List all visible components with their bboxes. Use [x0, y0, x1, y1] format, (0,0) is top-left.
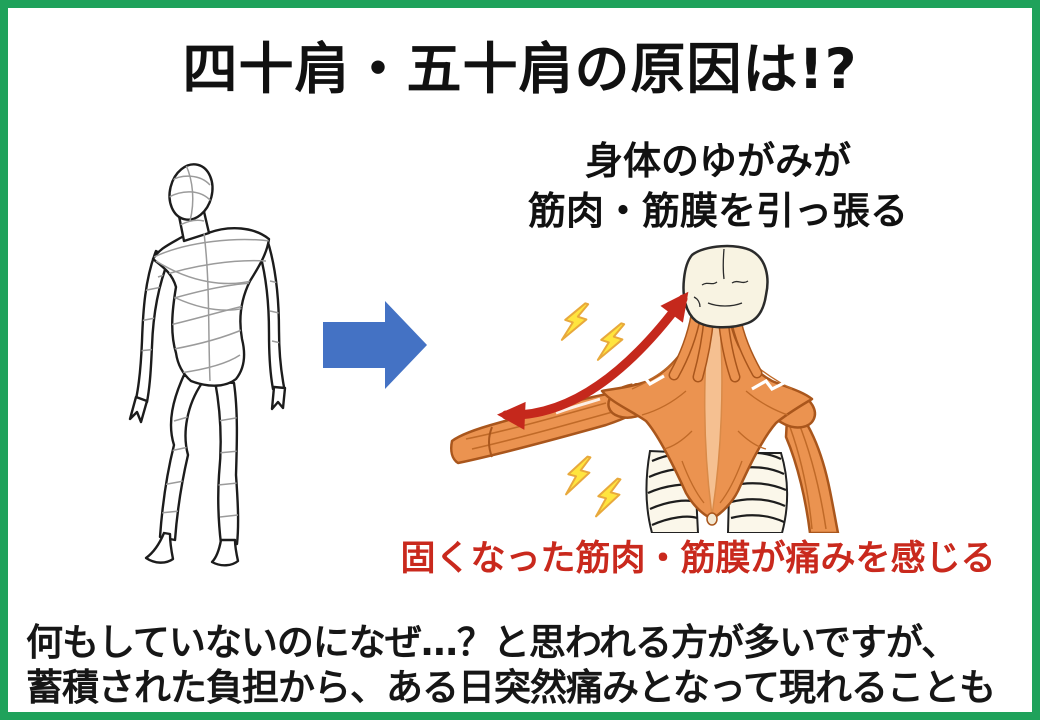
page-title: 四十肩・五十肩の原因は!? — [182, 37, 858, 101]
cause-line-1: 身体のゆがみが — [584, 139, 851, 183]
cause-label: 身体のゆがみが 筋肉・筋膜を引っ張る — [438, 136, 998, 236]
anatomy-drawing — [450, 244, 840, 535]
body-wireframe-icon — [128, 158, 287, 567]
footer-line-1: 何もしていないのになぜ…？と思われる方が多いですが、 — [26, 621, 958, 664]
pain-caption: 固くなった筋肉・筋膜が痛みを感じる — [400, 539, 996, 579]
footer-line-2: 蓄積された負担から、ある日突然痛みとなって現れることも — [26, 666, 996, 709]
footer-note: 何もしていないのになぜ…？と思われる方が多いですが、 蓄積された負担から、ある日… — [26, 620, 1032, 710]
right-arrow-shape — [323, 301, 427, 389]
body-outline — [128, 158, 287, 567]
cause-line-2: 筋肉・筋膜を引っ張る — [527, 189, 908, 233]
skull — [682, 244, 769, 329]
right-block-arrow-icon — [323, 298, 430, 395]
distorted-body-illustration — [118, 141, 340, 581]
back-anatomy-illustration — [436, 241, 860, 535]
pull-direction-arrow — [497, 291, 689, 430]
